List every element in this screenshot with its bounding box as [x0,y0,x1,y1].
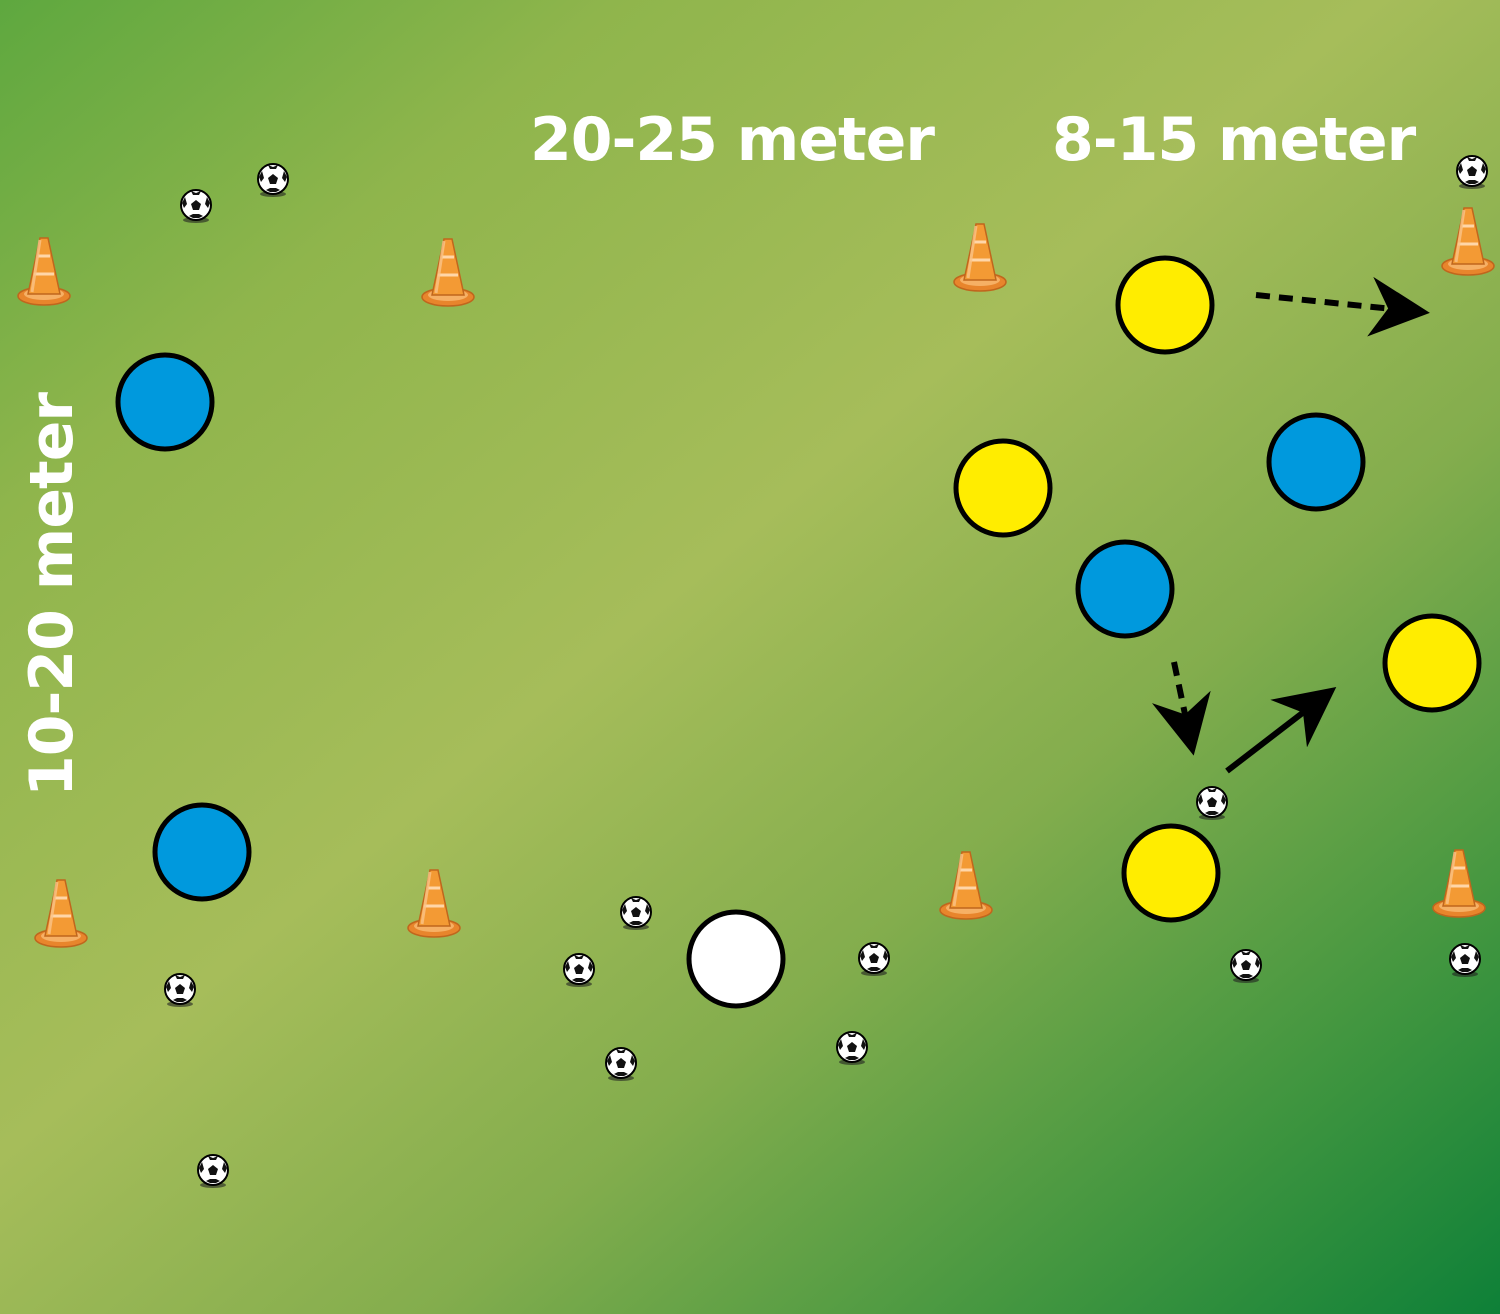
soccer-ball-icon [620,896,652,931]
blue-player-icon [1075,539,1175,639]
blue-player-icon [152,802,252,902]
white-player-icon [686,909,786,1009]
cone-icon [952,222,1008,293]
soccer-ball-icon [1456,155,1488,190]
dashed-arrow-icon [1151,661,1211,756]
yellow-player-icon [1382,613,1482,713]
soccer-ball-icon [605,1047,637,1082]
soccer-ball-icon [563,953,595,988]
cone-icon [33,878,89,949]
cone-icon [938,850,994,921]
yellow-player-icon [1115,255,1215,355]
length-label: 20-25 meter [530,105,935,175]
soccer-ball-icon [1230,949,1262,984]
yellow-player-icon [1121,823,1221,923]
soccer-ball-icon [1449,943,1481,978]
soccer-ball-icon [180,189,212,224]
soccer-ball-icon [257,163,289,198]
dashed-arrow-icon [1255,276,1430,337]
cone-icon [420,237,476,308]
soccer-ball-icon [858,942,890,977]
soccer-ball-icon [1196,786,1228,821]
cone-icon [1431,848,1487,919]
cone-icon [406,868,462,939]
zone-label: 8-15 meter [1052,105,1416,175]
solid-arrow-icon [1225,687,1337,774]
soccer-ball-icon [836,1031,868,1066]
cone-icon [16,236,72,307]
blue-player-icon [115,352,215,452]
soccer-ball-icon [197,1154,229,1189]
yellow-player-icon [953,438,1053,538]
blue-player-icon [1266,412,1366,512]
width-label: 10-20 meter [17,393,87,797]
soccer-ball-icon [164,973,196,1008]
cone-icon [1440,206,1496,277]
